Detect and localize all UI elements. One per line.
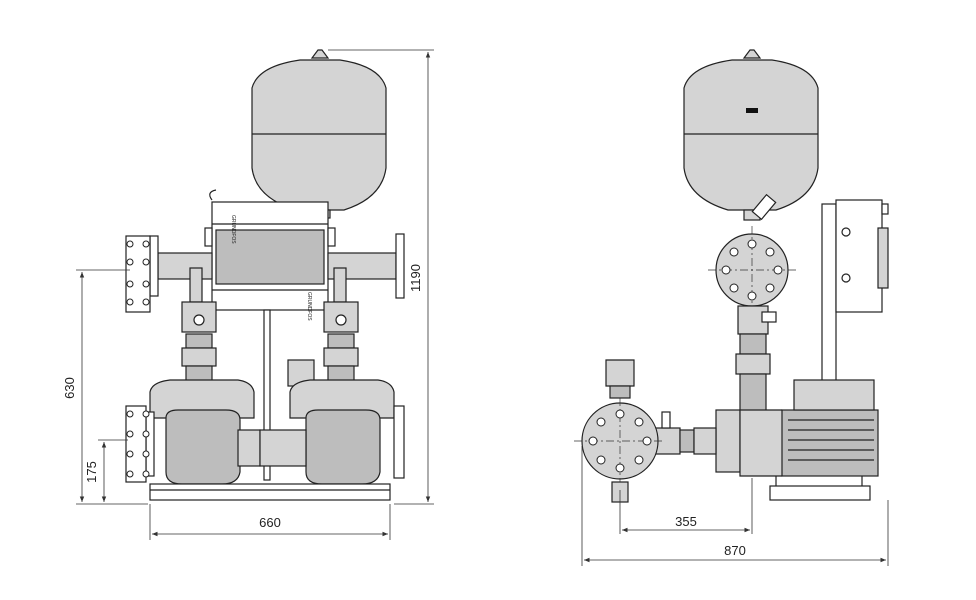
front-control-cabinet: GRUNDFOS GRUNDFOS: [204, 189, 336, 321]
dim-depth-pumps: 355: [675, 514, 697, 529]
side-suction-piping: [649, 411, 717, 455]
front-dimension-lines: [76, 49, 434, 540]
side-dimension-lines: [581, 446, 889, 566]
front-support-post: [263, 309, 271, 481]
front-pump-right: [259, 267, 405, 485]
side-upper-flange: [708, 226, 796, 314]
side-lower-flange: [574, 359, 664, 503]
side-control-cabinet: [821, 199, 889, 383]
front-flange-bolts: [126, 240, 150, 478]
controller-brand-label: GRUNDFOS: [230, 215, 236, 244]
dim-depth-total: 870: [724, 543, 746, 558]
front-pump-left: [125, 267, 261, 485]
front-base-frame: [149, 483, 391, 501]
dim-height-base: 175: [84, 461, 99, 483]
dim-height-total: 1190: [408, 264, 423, 292]
front-view: GRUNDFOS GRUNDFOS: [62, 49, 434, 540]
side-valve-stack: [735, 305, 777, 415]
dim-width-front: 660: [259, 515, 281, 530]
side-view: 355 870: [574, 49, 889, 566]
dim-height-inlet: 630: [62, 377, 77, 399]
side-pressure-tank: [683, 49, 819, 221]
front-pressure-tank: [251, 49, 387, 219]
side-pump-motor: [715, 379, 879, 501]
controller-brand-label-lower: GRUNDFOS: [306, 292, 312, 321]
